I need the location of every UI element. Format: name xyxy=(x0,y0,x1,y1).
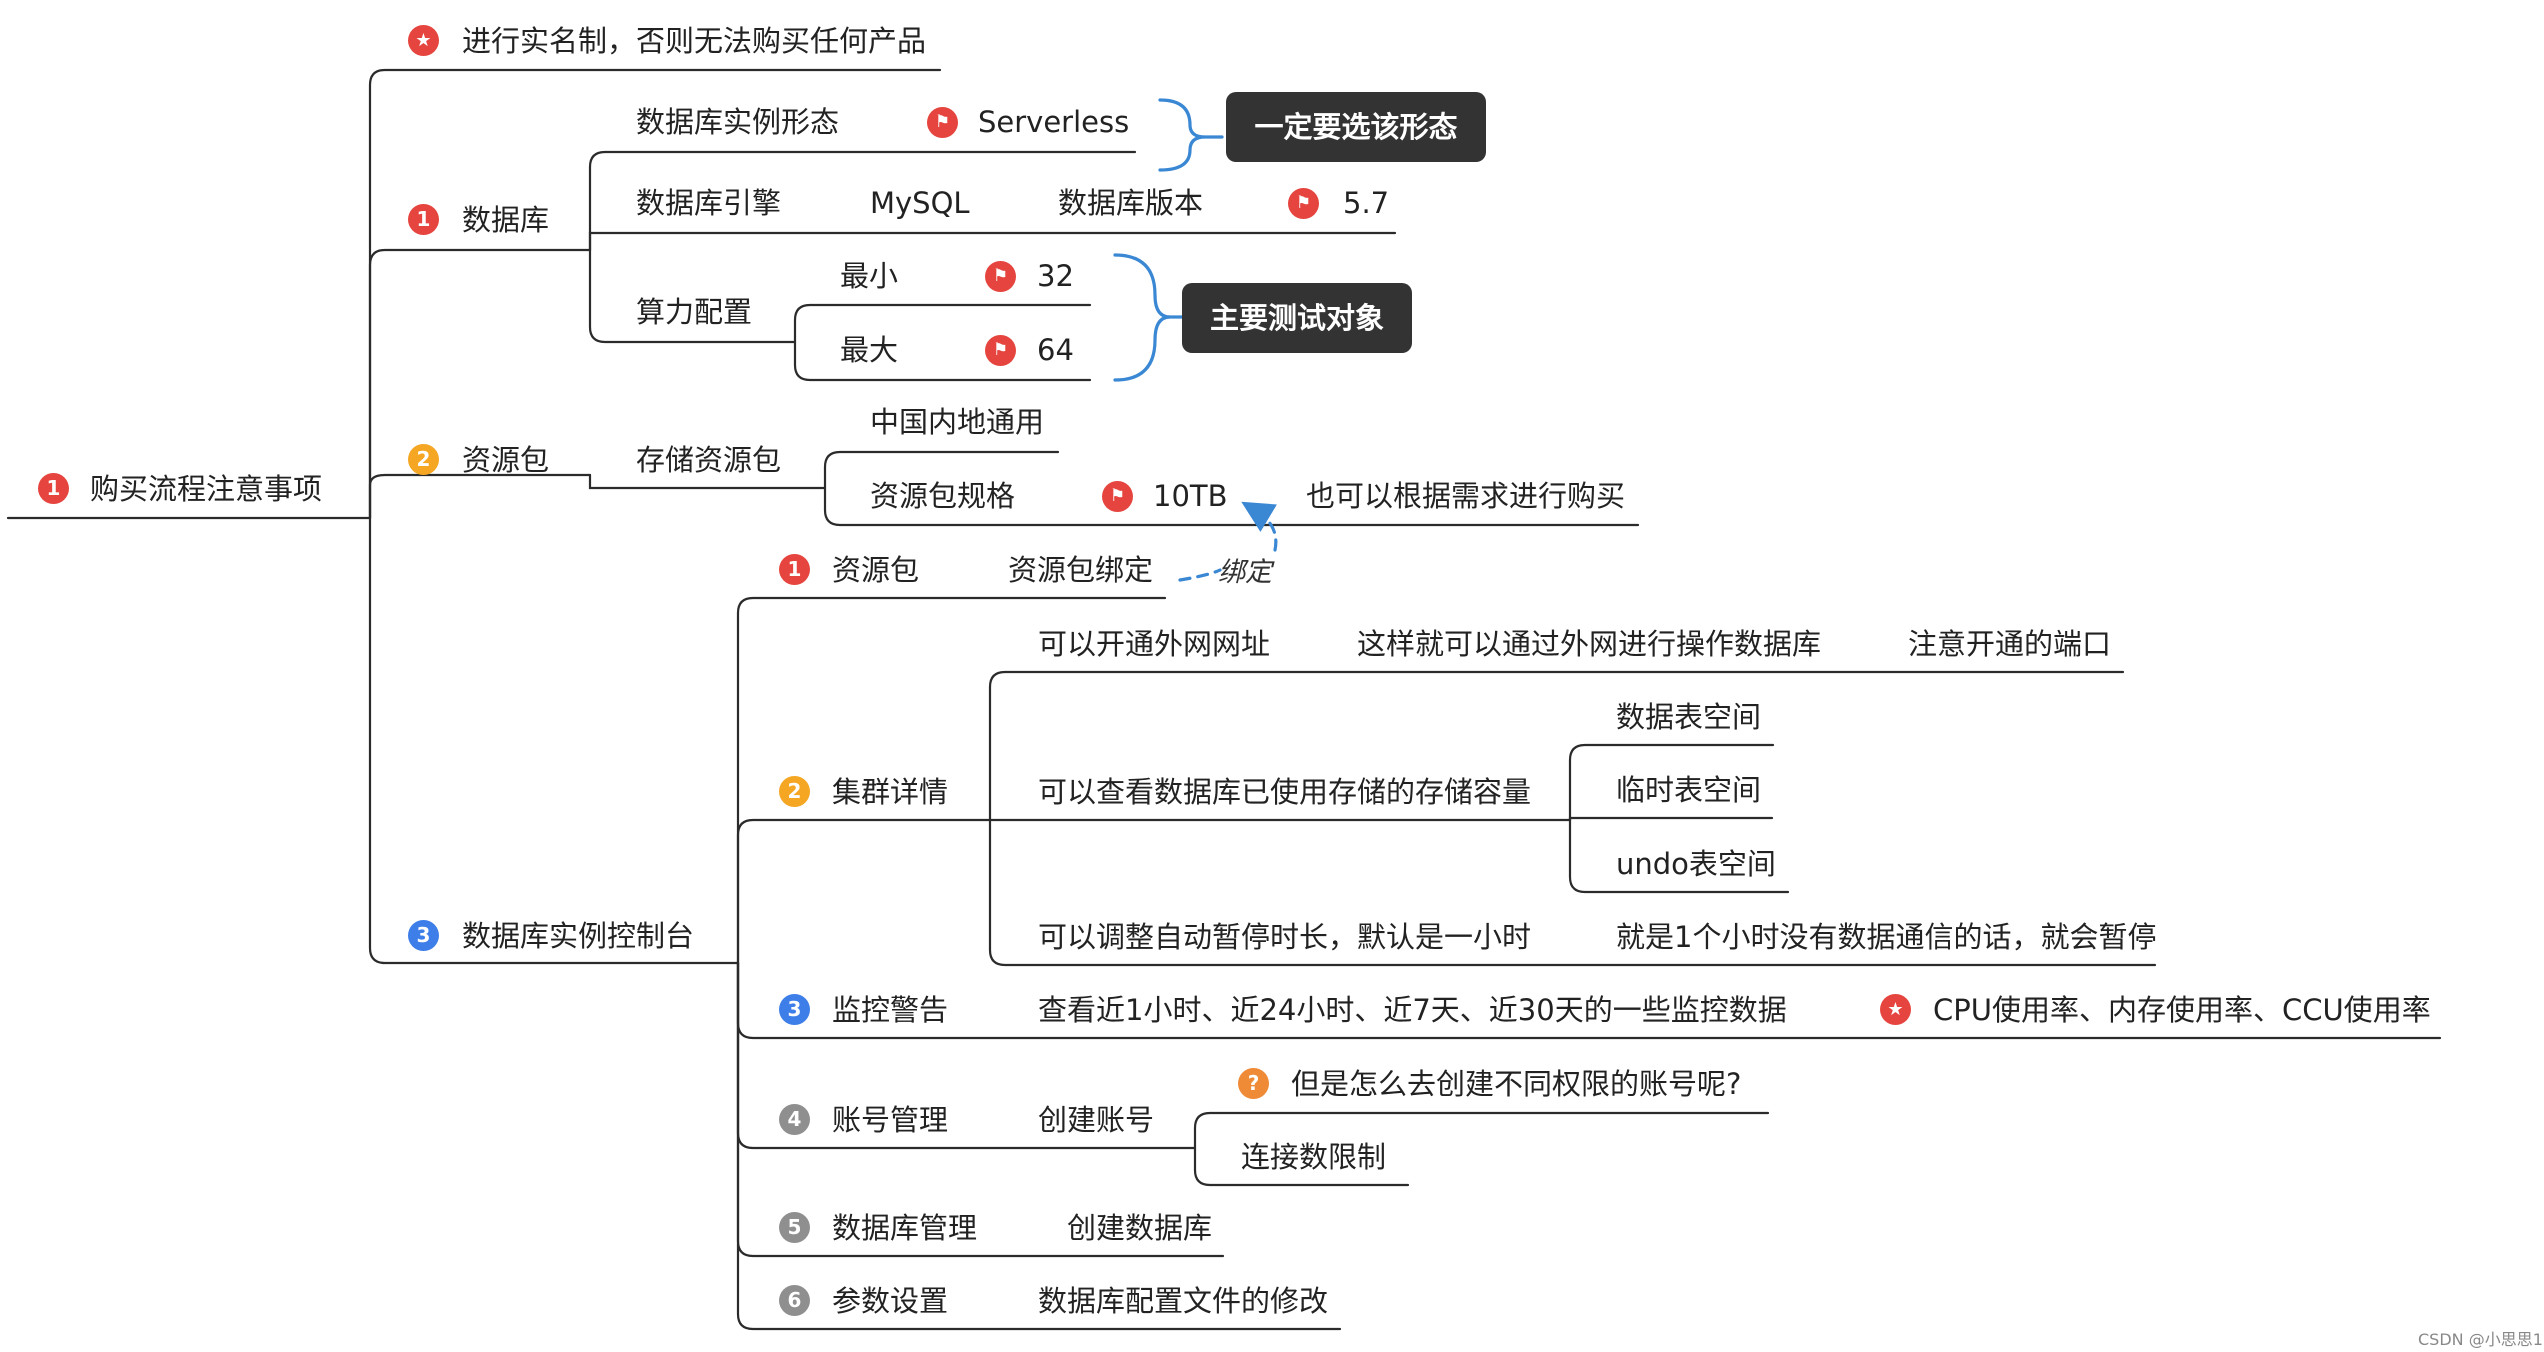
star-icon: ★ xyxy=(1880,994,1911,1025)
account-question: 但是怎么去创建不同权限的账号呢? xyxy=(1291,1067,1742,1101)
instance-form-callout: 一定要选该形态 xyxy=(1226,92,1486,162)
resource-spec-value: 10TB xyxy=(1153,479,1228,513)
question-icon: ? xyxy=(1238,1068,1269,1099)
dbmgmt-label: 数据库管理 xyxy=(832,1211,978,1245)
flag-icon: ⚑ xyxy=(927,107,958,138)
account-label: 账号管理 xyxy=(832,1103,949,1137)
account-marker-icon: 4 xyxy=(779,1104,810,1135)
cluster-label: 集群详情 xyxy=(832,775,949,809)
storage-item: undo表空间 xyxy=(1616,847,1776,881)
db-topic: 数据库 xyxy=(462,203,550,237)
console-res-bind-label: 资源包绑定 xyxy=(1008,553,1154,587)
star-icon: ★ xyxy=(408,25,439,56)
watermark: CSDN @小思思1 xyxy=(2418,1330,2543,1349)
flag-icon: ⚑ xyxy=(1288,188,1319,219)
console-res-marker-icon: 1 xyxy=(779,554,810,585)
resource-region: 中国内地通用 xyxy=(870,405,1045,439)
cluster-pause-detail: 就是1个小时没有数据通信的话，就会暂停 xyxy=(1616,920,2157,954)
monitor-label: 监控警告 xyxy=(832,993,949,1027)
cluster-extranet: 可以开通外网网址 xyxy=(1038,627,1271,661)
flag-icon: ⚑ xyxy=(1102,481,1133,512)
params-modify: 数据库配置文件的修改 xyxy=(1038,1284,1329,1318)
console-res-label: 资源包 xyxy=(832,553,920,587)
resource-spec-note: 也可以根据需求进行购买 xyxy=(1306,479,1626,513)
console-marker-icon: 3 xyxy=(408,920,439,951)
compute-min-label: 最小 xyxy=(840,259,899,293)
resource-spec-label: 资源包规格 xyxy=(870,479,1016,513)
realname-topic: 进行实名制，否则无法购买任何产品 xyxy=(462,24,927,58)
monitor-marker-icon: 3 xyxy=(779,994,810,1025)
db-version-label: 数据库版本 xyxy=(1058,186,1204,220)
params-label: 参数设置 xyxy=(832,1284,949,1318)
db-version-value: 5.7 xyxy=(1343,186,1390,220)
cluster-port-note: 注意开通的端口 xyxy=(1908,627,2112,661)
root-marker-icon: 1 xyxy=(38,473,69,504)
resource-marker-icon: 2 xyxy=(408,444,439,475)
cluster-pause: 可以调整自动暂停时长，默认是一小时 xyxy=(1038,920,1532,954)
cluster-marker-icon: 2 xyxy=(779,776,810,807)
db-marker-icon: 1 xyxy=(408,204,439,235)
storage-item: 临时表空间 xyxy=(1616,773,1762,807)
compute-max-label: 最大 xyxy=(840,333,899,367)
resource-storage-label: 存储资源包 xyxy=(636,443,782,477)
db-engine-value: MySQL xyxy=(870,186,970,220)
compute-max-value: 64 xyxy=(1037,333,1074,367)
monitor-detail: 查看近1小时、近24小时、近7天、近30天的一些监控数据 xyxy=(1038,993,1787,1027)
account-create: 创建账号 xyxy=(1038,1103,1155,1137)
dbmgmt-marker-icon: 5 xyxy=(779,1212,810,1243)
account-limit: 连接数限制 xyxy=(1241,1140,1387,1174)
storage-item: 数据表空间 xyxy=(1616,700,1762,734)
console-topic: 数据库实例控制台 xyxy=(462,919,695,953)
db-instance-form-value: Serverless xyxy=(978,105,1130,139)
db-instance-form-label: 数据库实例形态 xyxy=(636,105,840,139)
resource-topic: 资源包 xyxy=(462,443,550,477)
cluster-storage: 可以查看数据库已使用存储的存储容量 xyxy=(1038,775,1532,809)
monitor-metrics: CPU使用率、内存使用率、CCU使用率 xyxy=(1933,993,2431,1027)
params-marker-icon: 6 xyxy=(779,1285,810,1316)
db-compute-label: 算力配置 xyxy=(636,295,753,329)
root-topic: 购买流程注意事项 xyxy=(90,472,323,506)
dbmgmt-create: 创建数据库 xyxy=(1067,1211,1213,1245)
cluster-extranet-detail: 这样就可以通过外网进行操作数据库 xyxy=(1357,627,1822,661)
flag-icon: ⚑ xyxy=(985,335,1016,366)
compute-min-value: 32 xyxy=(1037,259,1074,293)
flag-icon: ⚑ xyxy=(985,261,1016,292)
compute-callout: 主要测试对象 xyxy=(1182,283,1412,353)
bind-relation-label: 绑定 xyxy=(1218,557,1272,588)
db-engine-label: 数据库引擎 xyxy=(636,186,782,220)
